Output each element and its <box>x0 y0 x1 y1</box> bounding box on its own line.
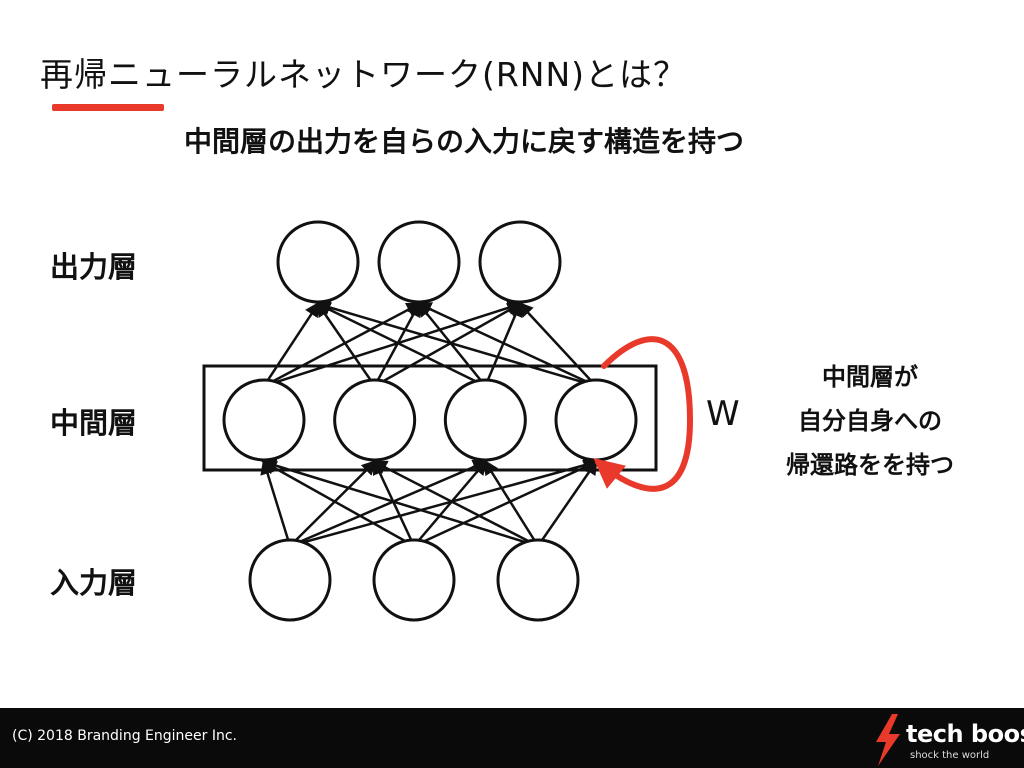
hidden-output-edge <box>417 301 487 387</box>
input-hidden-edge <box>261 460 415 548</box>
input-hidden-edge <box>483 459 540 547</box>
logo-text: tech boost <box>906 720 1024 748</box>
hidden-output-edge <box>374 302 523 388</box>
input-neuron <box>372 538 456 622</box>
hidden-output-edge <box>373 301 421 387</box>
rnn-diagram <box>202 220 694 622</box>
hidden-output-edge <box>263 302 422 388</box>
note-line: 自分自身への <box>798 407 942 435</box>
slide-subtitle: 中間層の出力を自らの入力に戻す構造を持つ <box>184 125 745 158</box>
output-layer-label: 出力層 <box>50 250 138 284</box>
lightning-bolt-icon <box>876 714 900 766</box>
hidden-output-edge <box>263 300 523 388</box>
input-hidden-edge <box>371 460 539 548</box>
input-to-hidden-edges <box>260 457 599 548</box>
tech-boost-logo: tech boost shock the world <box>870 712 1024 768</box>
input-layer-label: 入力層 <box>50 566 138 600</box>
title-underline <box>52 104 164 111</box>
hidden-to-output-edges <box>262 300 597 388</box>
hidden-output-edge <box>517 301 597 387</box>
output-neuron <box>377 220 461 304</box>
note-line: 中間層が <box>822 363 918 391</box>
hidden-output-edge <box>484 301 523 387</box>
input-neuron <box>248 538 332 622</box>
output-neuron <box>478 220 562 304</box>
input-neuron <box>496 538 580 622</box>
input-hidden-edge <box>261 458 539 548</box>
slide-title: 再帰ニューラルネットワーク(RNN)とは？ <box>40 55 688 94</box>
hidden-output-edge <box>315 300 597 388</box>
logo-tagline: shock the world <box>910 750 990 761</box>
hidden-output-edge <box>316 301 376 387</box>
input-hidden-edge <box>289 459 377 547</box>
hidden-output-edge <box>416 302 597 388</box>
recurrent-connection <box>593 336 694 492</box>
input-hidden-edge <box>413 460 599 548</box>
hidden-neuron <box>443 378 527 462</box>
hidden-neuron <box>333 378 417 462</box>
input-hidden-edge <box>413 459 488 547</box>
hidden-layer-box <box>202 364 658 472</box>
hidden-layer-label: 中間層 <box>50 406 138 440</box>
output-neuron <box>276 220 360 304</box>
hidden-neuron <box>222 378 306 462</box>
hidden-neuron <box>554 378 638 462</box>
input-hidden-edge <box>260 459 292 547</box>
footer-bar: (C) 2018 Branding Engineer Inc. tech boo… <box>0 708 1024 768</box>
hidden-output-edge <box>262 301 320 387</box>
copyright-text: (C) 2018 Branding Engineer Inc. <box>12 728 237 744</box>
input-hidden-edge <box>289 457 599 548</box>
recurrence-note: 中間層が 自分自身への 帰還路をを持つ <box>760 355 980 487</box>
input-hidden-edge <box>289 459 489 548</box>
hidden-output-edge <box>315 302 486 388</box>
neuron-nodes <box>222 220 638 622</box>
input-hidden-edge <box>372 459 416 547</box>
input-hidden-edge <box>536 459 598 547</box>
recurrent-weight-label: W <box>706 394 740 434</box>
note-line: 帰還路をを持つ <box>786 451 954 479</box>
